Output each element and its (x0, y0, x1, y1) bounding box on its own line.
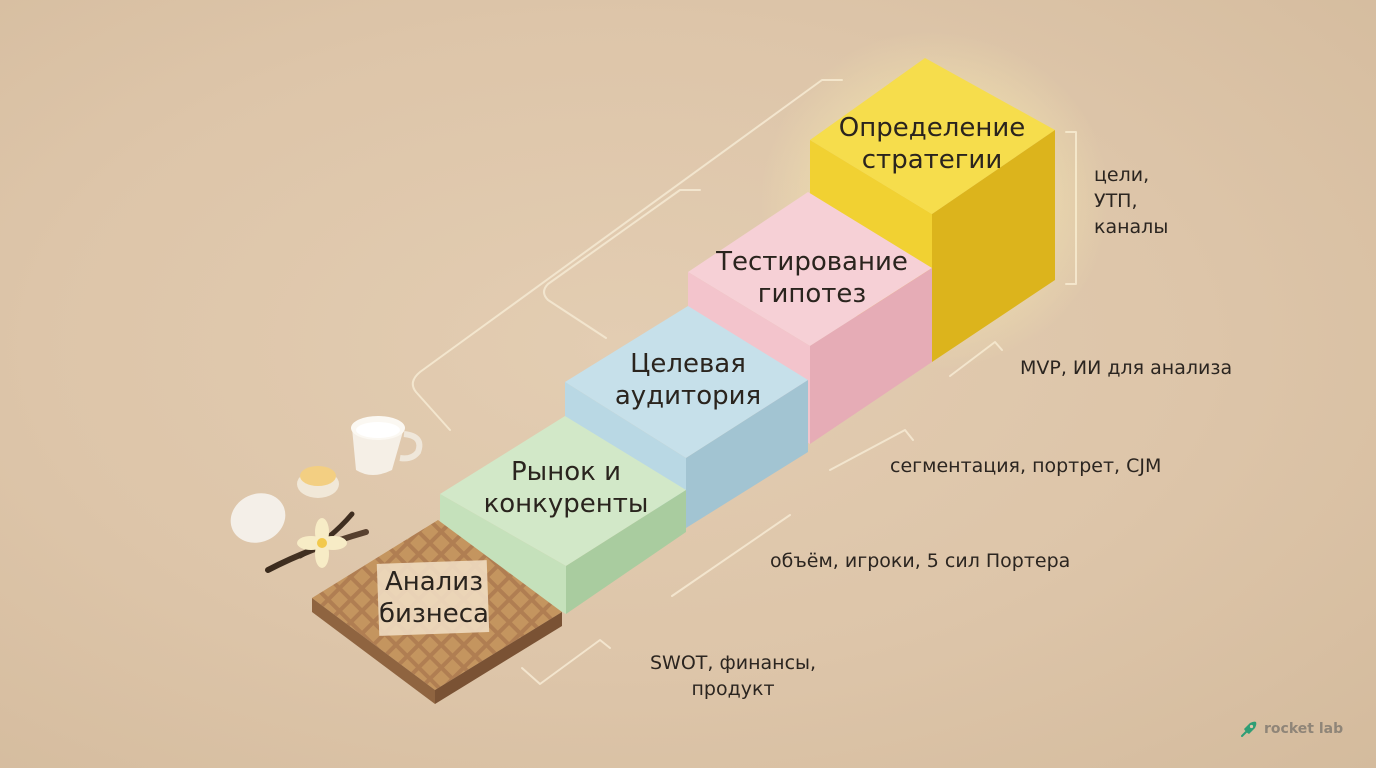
yolk-bowl (297, 466, 339, 498)
step-strategy-note: цели, УТП, каналы (1094, 162, 1168, 240)
step-market-title-line2: конкуренты (483, 489, 649, 519)
step-business-title: Анализ бизнеса (379, 566, 489, 630)
hypotheses-side (810, 268, 932, 444)
audience-top (565, 306, 808, 458)
step-hypotheses-title: Тестирование гипотез (716, 246, 908, 310)
step-hypotheses-title-line1: Тестирование (716, 247, 908, 277)
step-audience-title: Целевая аудитория (615, 348, 761, 412)
business-label-card (376, 560, 490, 636)
ingredients-decoration (230, 416, 423, 573)
vanilla-flower (297, 518, 347, 568)
step-audience-title-line1: Целевая (630, 349, 746, 379)
business-side (435, 612, 562, 704)
audience-side (686, 380, 808, 528)
step-audience-title-line2: аудитория (614, 381, 762, 411)
business-front (312, 598, 435, 704)
market-top (440, 416, 686, 566)
market-side (566, 490, 686, 614)
brand-name: rocket lab (1264, 721, 1344, 737)
step-market-block (440, 416, 686, 614)
market-front (440, 494, 566, 614)
step-market-title: Рынок и конкуренты (484, 456, 649, 520)
hypotheses-top (688, 192, 932, 346)
audience-bracket (829, 429, 914, 471)
step-business-note: SWOT, финансы, продукт (650, 650, 816, 702)
business-bracket (521, 639, 611, 685)
rocket-icon (1241, 721, 1257, 737)
step-hypotheses-note: MVP, ИИ для анализа (1020, 355, 1232, 381)
egg (230, 493, 286, 543)
step-strategy-title: Определение стратегии (839, 112, 1025, 176)
vanilla-pods (265, 511, 369, 573)
strategy-top (810, 58, 1055, 214)
brand-logo: rocket lab (1240, 718, 1343, 740)
step-market-title-line1: Рынок и (511, 457, 621, 487)
strategy-side (932, 130, 1055, 362)
step-hypotheses-title-line2: гипотез (757, 279, 867, 309)
audience-note-text: сегментация, портрет, CJM (890, 455, 1162, 477)
business-note-line1: SWOT, финансы, (650, 652, 817, 674)
strategy-note-line2: УТП, (1094, 190, 1138, 212)
business-note-line2: продукт (691, 678, 775, 700)
inner-bracket (543, 189, 701, 339)
step-business-title-line2: бизнеса (379, 599, 489, 629)
step-business-title-line1: Анализ (384, 567, 484, 597)
hypotheses-note-text: MVP, ИИ для анализа (1020, 357, 1233, 379)
step-business-block (312, 520, 562, 704)
step-strategy-title-line2: стратегии (861, 145, 1003, 175)
step-market-note: объём, игроки, 5 сил Портера (770, 548, 1070, 574)
strategy-note-line3: каналы (1094, 216, 1169, 238)
left-bracket-outline (411, 79, 843, 431)
milk-cup (351, 416, 423, 475)
market-bracket (671, 514, 791, 597)
step-strategy-title-line1: Определение (838, 113, 1026, 143)
step-audience-note: сегментация, портрет, CJM (890, 453, 1161, 479)
strategy-note-line1: цели, (1094, 164, 1150, 186)
market-note-text: объём, игроки, 5 сил Портера (770, 550, 1071, 572)
